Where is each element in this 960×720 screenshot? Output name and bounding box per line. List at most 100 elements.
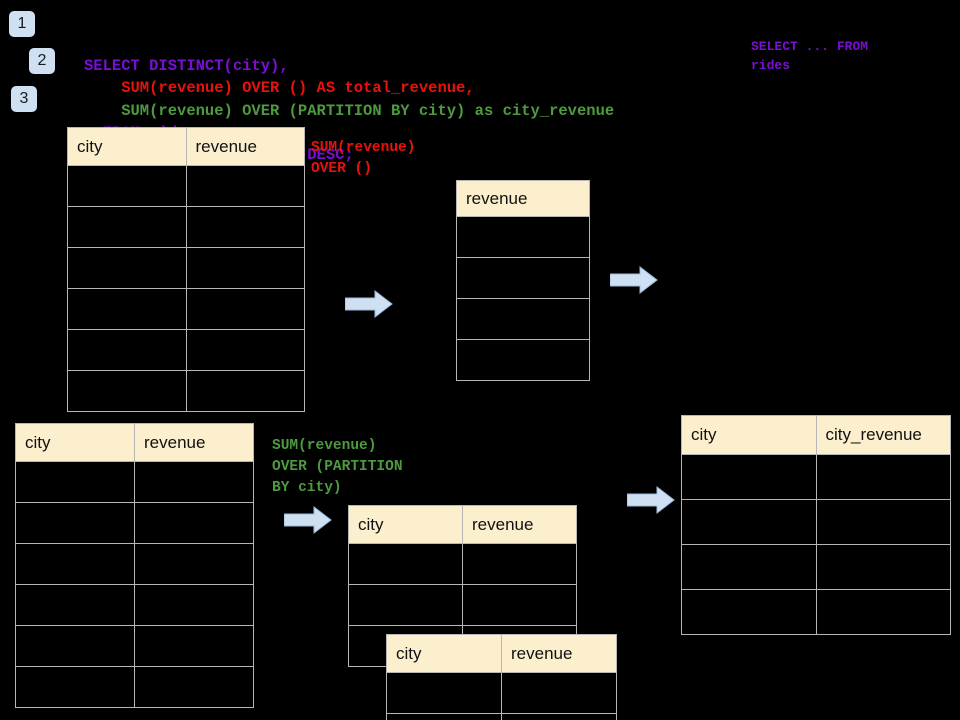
- column-header-revenue: revenue: [501, 634, 617, 673]
- table-row: [67, 247, 305, 289]
- table-cell: [456, 216, 590, 258]
- table-row: [681, 499, 951, 545]
- table-cell: [15, 625, 135, 667]
- table-row: [15, 543, 254, 585]
- table-row: [348, 543, 577, 585]
- table-header-row: revenue: [456, 180, 590, 217]
- table-cell: [67, 247, 187, 289]
- table-cell: [456, 298, 590, 340]
- table-row: [15, 502, 254, 544]
- table-cell: [348, 543, 463, 585]
- table-row: [15, 666, 254, 708]
- table-cell: [681, 454, 817, 500]
- sql-line-1: SELECT DISTINCT(city),: [84, 56, 289, 75]
- table-cell: [501, 713, 617, 720]
- column-header-revenue: revenue: [462, 505, 577, 544]
- annotation-sum-over-partition: SUM(revenue) OVER (PARTITION BY city): [272, 438, 403, 496]
- table-cell: [815, 589, 951, 635]
- table-cell: [815, 454, 951, 500]
- table-cell: [134, 666, 254, 708]
- table-cell: [67, 329, 187, 371]
- column-header-revenue: revenue: [456, 180, 590, 217]
- table-cell: [15, 502, 135, 544]
- table-cell: [15, 543, 135, 585]
- table-row: [456, 216, 590, 258]
- table-row: [386, 672, 617, 714]
- table-cell: [67, 206, 187, 248]
- table-cell: [681, 589, 817, 635]
- table-row: [67, 165, 305, 207]
- arrow-right-icon-total-to-result: [610, 265, 658, 295]
- sql-line-3: SUM(revenue) OVER (PARTITION BY city) as…: [84, 101, 615, 120]
- table-row: [681, 544, 951, 590]
- table-row: [456, 298, 590, 340]
- arrow-right-icon-rides-to-total: [345, 289, 393, 319]
- table-cell: [15, 461, 135, 503]
- table-row: [386, 713, 617, 720]
- sql-line-2: SUM(revenue) OVER () AS total_revenue,: [84, 79, 475, 98]
- table-cell: [185, 247, 305, 289]
- table-cell: [456, 339, 590, 381]
- table-row: [15, 584, 254, 626]
- table-cell: [185, 288, 305, 330]
- table-row: [456, 339, 590, 381]
- table-cell: [67, 288, 187, 330]
- table-cell: [386, 672, 502, 714]
- table-cell: [15, 584, 135, 626]
- table-row: [681, 589, 951, 635]
- table-row: [456, 257, 590, 299]
- table-cell: [815, 544, 951, 590]
- column-header-city: city: [348, 505, 463, 544]
- table-row: [67, 370, 305, 412]
- table-cell: [348, 584, 463, 626]
- table-cell: [67, 165, 187, 207]
- table-cell: [67, 370, 187, 412]
- table-cell: [185, 329, 305, 371]
- table-cell: [134, 584, 254, 626]
- table-cell: [134, 461, 254, 503]
- table-cell: [185, 370, 305, 412]
- table-row: [67, 329, 305, 371]
- column-header-city: city: [386, 634, 502, 673]
- step-badge-3[interactable]: 3: [11, 86, 37, 112]
- table-cell: [15, 666, 135, 708]
- table-cell: [681, 499, 817, 545]
- arrow-right-icon-rides-to-partition: [284, 505, 332, 535]
- column-header-revenue: revenue: [185, 127, 305, 166]
- table-row: [681, 454, 951, 500]
- table-cell: [456, 257, 590, 299]
- table-cell: [462, 584, 577, 626]
- column-header-city: city: [15, 423, 135, 462]
- table-row: [67, 206, 305, 248]
- annotation-sum-over-empty: SUM(revenue) OVER (): [311, 140, 416, 177]
- table-cell: [185, 165, 305, 207]
- table-row: [348, 584, 577, 626]
- step-badge-2[interactable]: 2: [29, 48, 55, 74]
- table-row: [15, 625, 254, 667]
- table-cell: [134, 543, 254, 585]
- table-total-revenue: revenue: [456, 180, 590, 381]
- table-cell: [185, 206, 305, 248]
- table-cell: [134, 625, 254, 667]
- column-header-city: city: [681, 415, 817, 455]
- table-cell: [501, 672, 617, 714]
- column-header-revenue: revenue: [134, 423, 254, 462]
- table-row: [67, 288, 305, 330]
- table-cell: [815, 499, 951, 545]
- table-cell: [134, 502, 254, 544]
- column-header-city: city: [67, 127, 187, 166]
- annotation-select-from-rides: SELECT ... FROM rides: [751, 39, 869, 73]
- column-header-city_revenue: city_revenue: [815, 415, 951, 455]
- table-cell: [386, 713, 502, 720]
- step-badge-1[interactable]: 1: [9, 11, 35, 37]
